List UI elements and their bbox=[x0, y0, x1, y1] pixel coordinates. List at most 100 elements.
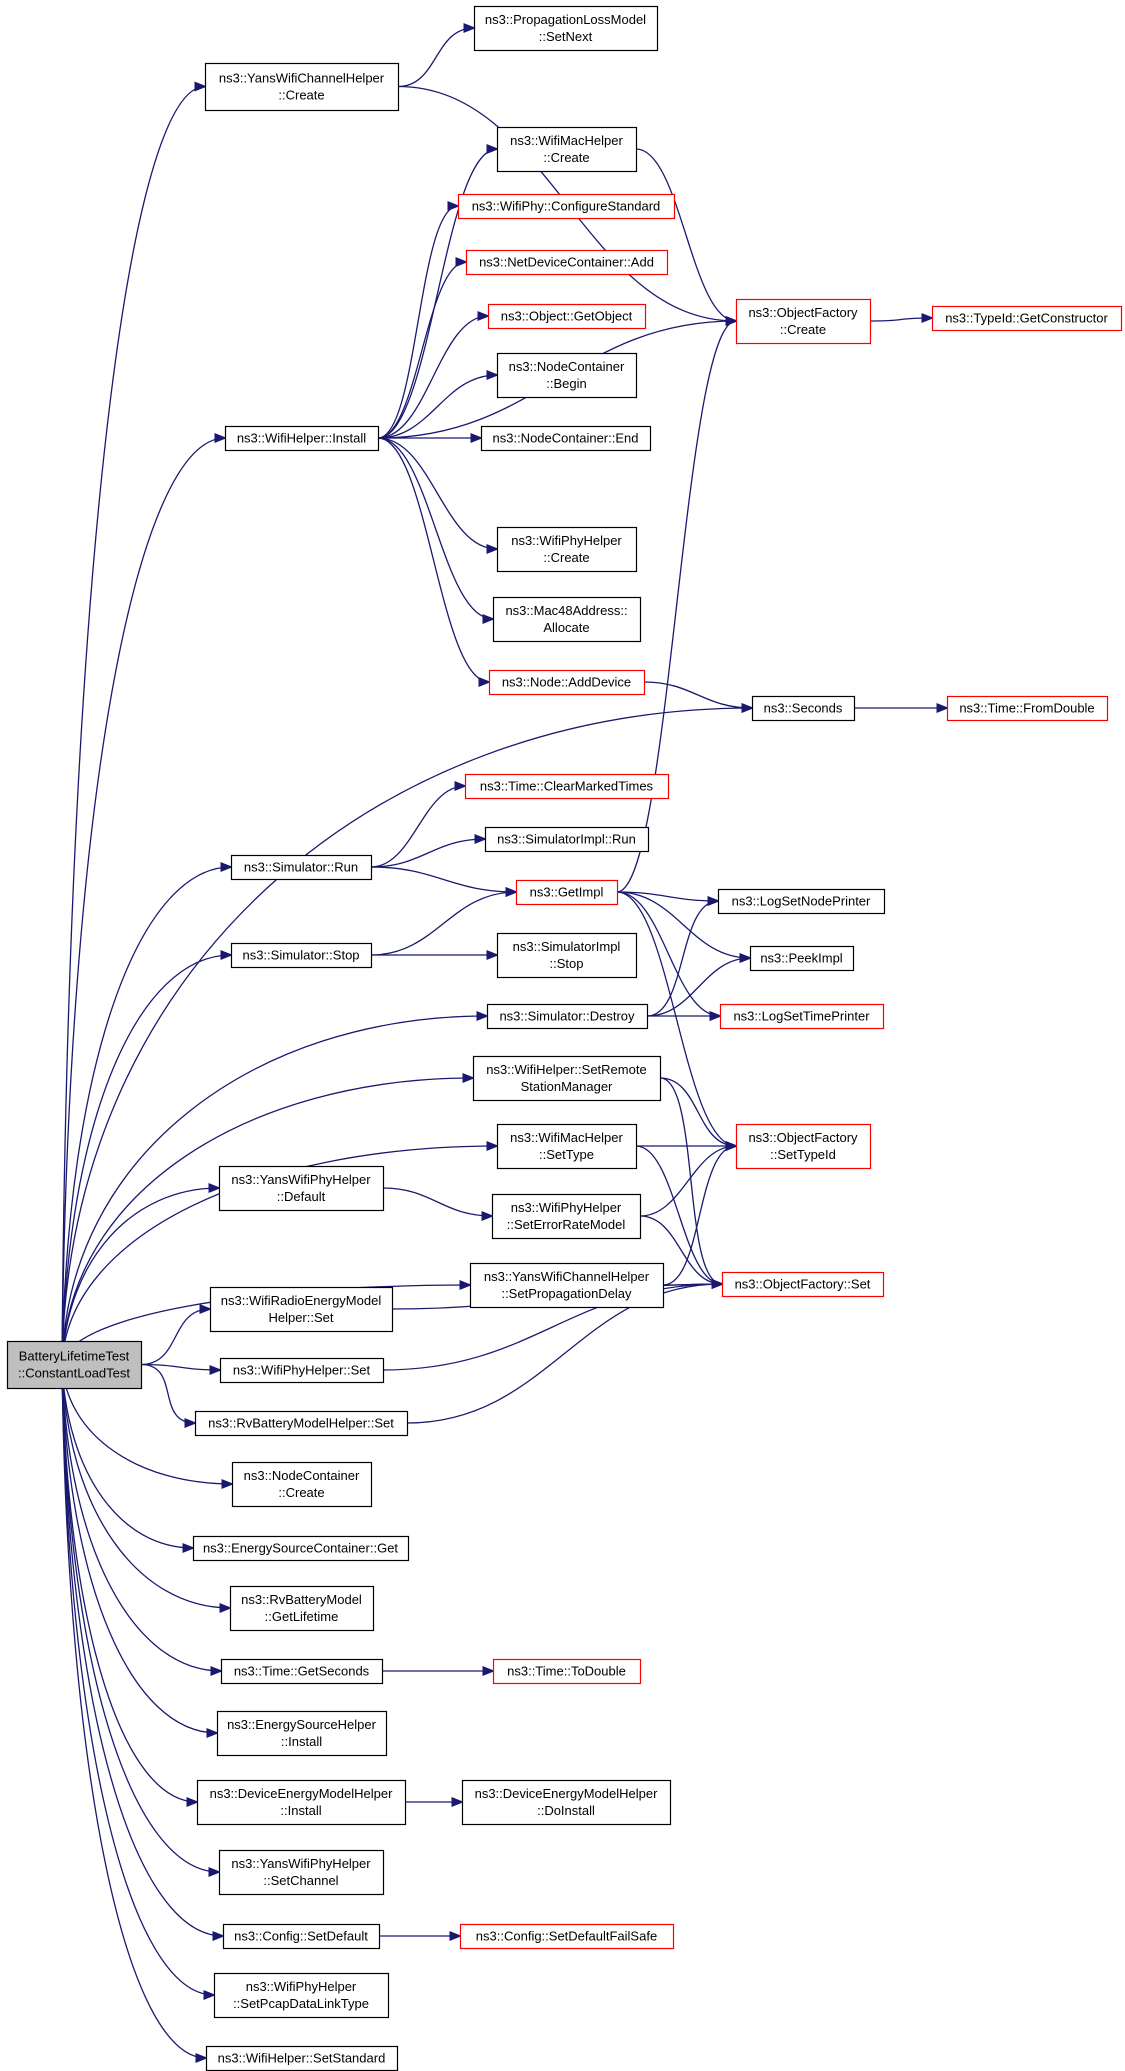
graph-node-mac48-allocate[interactable]: ns3::Mac48Address::Allocate bbox=[492, 596, 642, 643]
node-label: ns3::WifiPhyHelper::Set bbox=[233, 1363, 371, 1378]
node-label: ns3::SimulatorImpl::Run bbox=[497, 832, 636, 847]
node-box bbox=[219, 1357, 385, 1384]
edge-wifihelper-install-to-mac48-allocate bbox=[377, 437, 493, 619]
node-label: ns3::EnergySourceContainer::Get bbox=[203, 1541, 398, 1556]
graph-node-simulator-stop[interactable]: ns3::Simulator::Stop bbox=[230, 942, 373, 969]
edge-simulator-destroy-to-logsetnodeprinter bbox=[646, 901, 718, 1017]
graph-node-wifiphy-seterrorrate[interactable]: ns3::WifiPhyHelper::SetErrorRateModel bbox=[491, 1193, 642, 1240]
node-box bbox=[204, 62, 400, 112]
graph-node-root[interactable]: BatteryLifetimeTest::ConstantLoadTest bbox=[6, 1340, 143, 1390]
node-label: ::GetLifetime bbox=[265, 1609, 339, 1624]
node-box bbox=[515, 879, 619, 906]
graph-node-energysourcehelper-install[interactable]: ns3::EnergySourceHelper::Install bbox=[216, 1710, 388, 1757]
graph-node-yans-channel-create[interactable]: ns3::YansWifiChannelHelper::Create bbox=[204, 62, 400, 112]
edge-wifiphy-seterrorrate-to-objfactory-set bbox=[639, 1215, 722, 1284]
edge-wifihelper-setremote-to-objfactory-settypeid bbox=[659, 1077, 736, 1146]
node-label: BatteryLifetimeTest bbox=[19, 1349, 130, 1364]
node-box bbox=[472, 1055, 662, 1102]
edge-wifihelper-install-to-node-adddevice bbox=[377, 437, 489, 682]
node-label: ns3::TypeId::GetConstructor bbox=[945, 311, 1108, 326]
graph-node-nodecontainer-create[interactable]: ns3::NodeContainer::Create bbox=[231, 1461, 373, 1508]
graph-node-energysourcecontainer-get[interactable]: ns3::EnergySourceContainer::Get bbox=[192, 1535, 410, 1562]
graph-node-wifihelper-install[interactable]: ns3::WifiHelper::Install bbox=[224, 425, 380, 452]
node-label: ns3::Time::FromDouble bbox=[959, 701, 1094, 716]
node-label: ns3::YansWifiChannelHelper bbox=[484, 1269, 650, 1284]
graph-node-logsetnodeprinter[interactable]: ns3::LogSetNodePrinter bbox=[717, 888, 886, 915]
graph-node-peekimpl[interactable]: ns3::PeekImpl bbox=[749, 945, 855, 972]
graph-node-wifimac-settype[interactable]: ns3::WifiMacHelper::SetType bbox=[496, 1123, 638, 1170]
edge-yanschannel-setpropdelay-to-objfactory-settypeid bbox=[662, 1146, 736, 1286]
node-box bbox=[224, 425, 380, 452]
node-box bbox=[220, 1658, 384, 1685]
graph-node-time-fromdouble[interactable]: ns3::Time::FromDouble bbox=[946, 695, 1109, 722]
node-box bbox=[931, 305, 1123, 332]
graph-node-logsettimeprinter[interactable]: ns3::LogSetTimePrinter bbox=[719, 1003, 885, 1030]
edge-root-to-time-getseconds bbox=[61, 1364, 221, 1672]
graph-node-seconds[interactable]: ns3::Seconds bbox=[751, 695, 856, 722]
node-box bbox=[465, 249, 669, 276]
node-box bbox=[194, 1410, 409, 1437]
graph-node-object-getobject[interactable]: ns3::Object::GetObject bbox=[487, 303, 647, 330]
graph-node-nodecontainer-begin[interactable]: ns3::NodeContainer::Begin bbox=[496, 352, 638, 399]
graph-node-prop-setnext[interactable]: ns3::PropagationLossModel::SetNext bbox=[473, 5, 659, 52]
graph-node-wifiphy-setpcap[interactable]: ns3::WifiPhyHelper::SetPcapDataLinkType bbox=[213, 1972, 390, 2019]
graph-node-config-setdefaultfailsafe[interactable]: ns3::Config::SetDefaultFailSafe bbox=[459, 1923, 675, 1950]
edge-getimpl-to-logsettimeprinter bbox=[616, 891, 720, 1016]
graph-node-wifihelper-setstandard[interactable]: ns3::WifiHelper::SetStandard bbox=[205, 2045, 399, 2071]
nodes-layer: BatteryLifetimeTest::ConstantLoadTestns3… bbox=[6, 5, 1123, 2071]
node-box bbox=[473, 5, 659, 52]
graph-node-devenergy-doinstall[interactable]: ns3::DeviceEnergyModelHelper::DoInstall bbox=[461, 1779, 672, 1826]
graph-node-simulator-destroy[interactable]: ns3::Simulator::Destroy bbox=[486, 1003, 649, 1030]
graph-node-time-todouble[interactable]: ns3::Time::ToDouble bbox=[492, 1658, 642, 1685]
graph-node-wifiphyhelper-set[interactable]: ns3::WifiPhyHelper::Set bbox=[219, 1357, 385, 1384]
node-box bbox=[488, 669, 646, 696]
graph-node-typeid-getconstructor[interactable]: ns3::TypeId::GetConstructor bbox=[931, 305, 1123, 332]
graph-node-getimpl[interactable]: ns3::GetImpl bbox=[515, 879, 619, 906]
edge-simulator-destroy-to-peekimpl bbox=[646, 958, 750, 1017]
node-label: ns3::Time::ToDouble bbox=[507, 1664, 626, 1679]
node-box bbox=[459, 1923, 675, 1950]
node-label: ns3::YansWifiPhyHelper bbox=[231, 1172, 371, 1187]
graph-node-wifimac-create[interactable]: ns3::WifiMacHelper::Create bbox=[496, 126, 638, 173]
node-box bbox=[231, 1461, 373, 1508]
edge-root-to-rvbattery-getlifetime bbox=[61, 1364, 230, 1609]
graph-node-objfactory-settypeid[interactable]: ns3::ObjectFactory::SetTypeId bbox=[735, 1123, 872, 1170]
edge-node-adddevice-to-seconds bbox=[643, 681, 752, 708]
graph-node-netdev-add[interactable]: ns3::NetDeviceContainer::Add bbox=[465, 249, 669, 276]
graph-node-simimpl-stop[interactable]: ns3::SimulatorImpl::Stop bbox=[496, 932, 638, 979]
node-label: ns3::Config::SetDefaultFailSafe bbox=[476, 1929, 657, 1944]
graph-node-nodecontainer-end[interactable]: ns3::NodeContainer::End bbox=[480, 425, 652, 452]
graph-node-rvbatteryhelper-set[interactable]: ns3::RvBatteryModelHelper::Set bbox=[194, 1410, 409, 1437]
graph-node-simulator-run[interactable]: ns3::Simulator::Run bbox=[230, 854, 373, 881]
node-box bbox=[496, 932, 638, 979]
edge-wifihelper-install-to-object-getobject bbox=[377, 316, 488, 439]
node-label: ::SetPropagationDelay bbox=[501, 1286, 632, 1301]
node-box bbox=[946, 695, 1109, 722]
graph-node-time-clearmarked[interactable]: ns3::Time::ClearMarkedTimes bbox=[464, 773, 670, 800]
node-label: Allocate bbox=[543, 620, 589, 635]
node-box bbox=[205, 2045, 399, 2071]
graph-node-objfactory-create[interactable]: ns3::ObjectFactory::Create bbox=[735, 298, 872, 345]
node-label: ::DoInstall bbox=[537, 1803, 595, 1818]
node-box bbox=[487, 303, 647, 330]
graph-node-yanschannel-setpropdelay[interactable]: ns3::YansWifiChannelHelper::SetPropagati… bbox=[469, 1262, 665, 1309]
edge-root-to-yansphy-default bbox=[61, 1188, 219, 1365]
edge-root-to-wifiradio-set bbox=[140, 1309, 210, 1366]
graph-node-yansphy-setchannel[interactable]: ns3::YansWifiPhyHelper::SetChannel bbox=[218, 1849, 385, 1896]
graph-node-devenergy-install[interactable]: ns3::DeviceEnergyModelHelper::Install bbox=[196, 1779, 407, 1826]
graph-node-yansphy-default[interactable]: ns3::YansWifiPhyHelper::Default bbox=[218, 1165, 385, 1212]
graph-node-node-adddevice[interactable]: ns3::Node::AddDevice bbox=[488, 669, 646, 696]
graph-node-wifiphy-configure[interactable]: ns3::WifiPhy::ConfigureStandard bbox=[457, 193, 676, 220]
edge-root-to-simulator-run bbox=[61, 867, 231, 1365]
node-box bbox=[218, 1849, 385, 1896]
graph-node-time-getseconds[interactable]: ns3::Time::GetSeconds bbox=[220, 1658, 384, 1685]
graph-node-objfactory-set[interactable]: ns3::ObjectFactory::Set bbox=[721, 1271, 885, 1298]
graph-node-config-setdefault[interactable]: ns3::Config::SetDefault bbox=[222, 1923, 381, 1950]
node-label: ns3::LogSetTimePrinter bbox=[733, 1009, 870, 1024]
graph-node-rvbattery-getlifetime[interactable]: ns3::RvBatteryModel::GetLifetime bbox=[229, 1585, 375, 1632]
edge-wifihelper-install-to-netdev-add bbox=[377, 262, 466, 439]
graph-node-simimpl-run[interactable]: ns3::SimulatorImpl::Run bbox=[484, 826, 650, 853]
graph-node-wifiphyhelper-create[interactable]: ns3::WifiPhyHelper::Create bbox=[496, 526, 638, 573]
